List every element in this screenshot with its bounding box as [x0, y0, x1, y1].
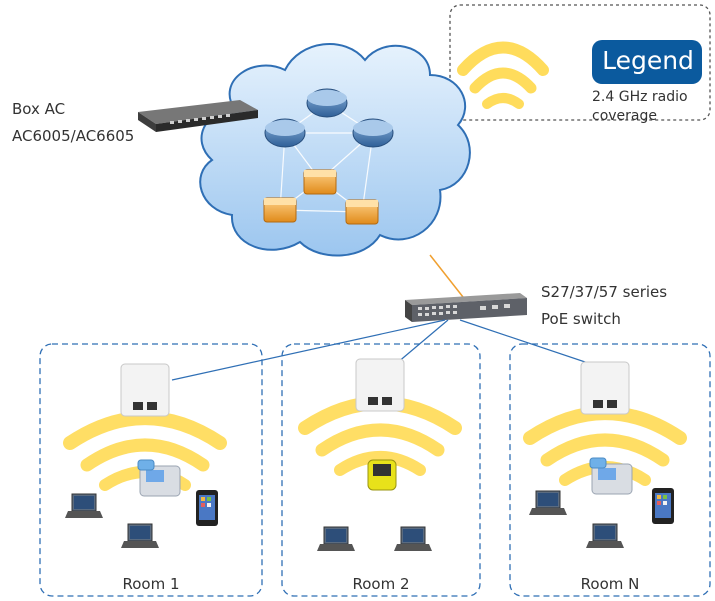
laptop-icon [393, 526, 433, 552]
laptop-icon [120, 523, 160, 549]
room-2-label: Room 2 [352, 575, 410, 593]
network-cloud [199, 43, 471, 257]
controller-label-line1: Box AC [12, 100, 66, 118]
room-1-label: Room 1 [122, 575, 180, 593]
ap-links [171, 319, 601, 381]
router-icon [264, 118, 306, 148]
uplink-line [429, 254, 464, 298]
mobile-phone-icon [367, 459, 397, 491]
laptop-icon [64, 493, 104, 519]
switch-node-icon [345, 199, 379, 225]
laptop-icon [528, 490, 568, 516]
legend-box [449, 4, 711, 121]
access-point-icon [355, 358, 405, 412]
ip-phone-icon [137, 459, 181, 497]
legend-description-line1: 2.4 GHz radio [592, 89, 688, 105]
laptop-icon [316, 526, 356, 552]
smartphone-icon [652, 488, 674, 524]
poe-switch-device [405, 293, 527, 322]
smartphone-icon [196, 490, 218, 526]
room-n-frame [509, 343, 711, 597]
switch-label-line2: PoE switch [541, 310, 621, 328]
switch-node-icon [263, 197, 297, 223]
legend-title: Legend [602, 46, 694, 75]
switch-label-line1: S27/37/57 series [541, 283, 668, 301]
access-point-icon [120, 363, 170, 417]
legend-description-line2: coverage [592, 108, 657, 124]
access-controller-device [138, 100, 258, 132]
laptop-icon [585, 523, 625, 549]
room-n-label: Room N [580, 575, 640, 593]
controller-label-line2: AC6005/AC6605 [12, 127, 135, 145]
router-icon [352, 118, 394, 148]
access-point-icon [580, 361, 630, 415]
room-1-frame [39, 343, 263, 597]
legend-badge [592, 40, 702, 84]
switch-node-icon [303, 169, 337, 195]
legend-wifi-icon [457, 41, 549, 109]
router-icon [306, 88, 348, 118]
